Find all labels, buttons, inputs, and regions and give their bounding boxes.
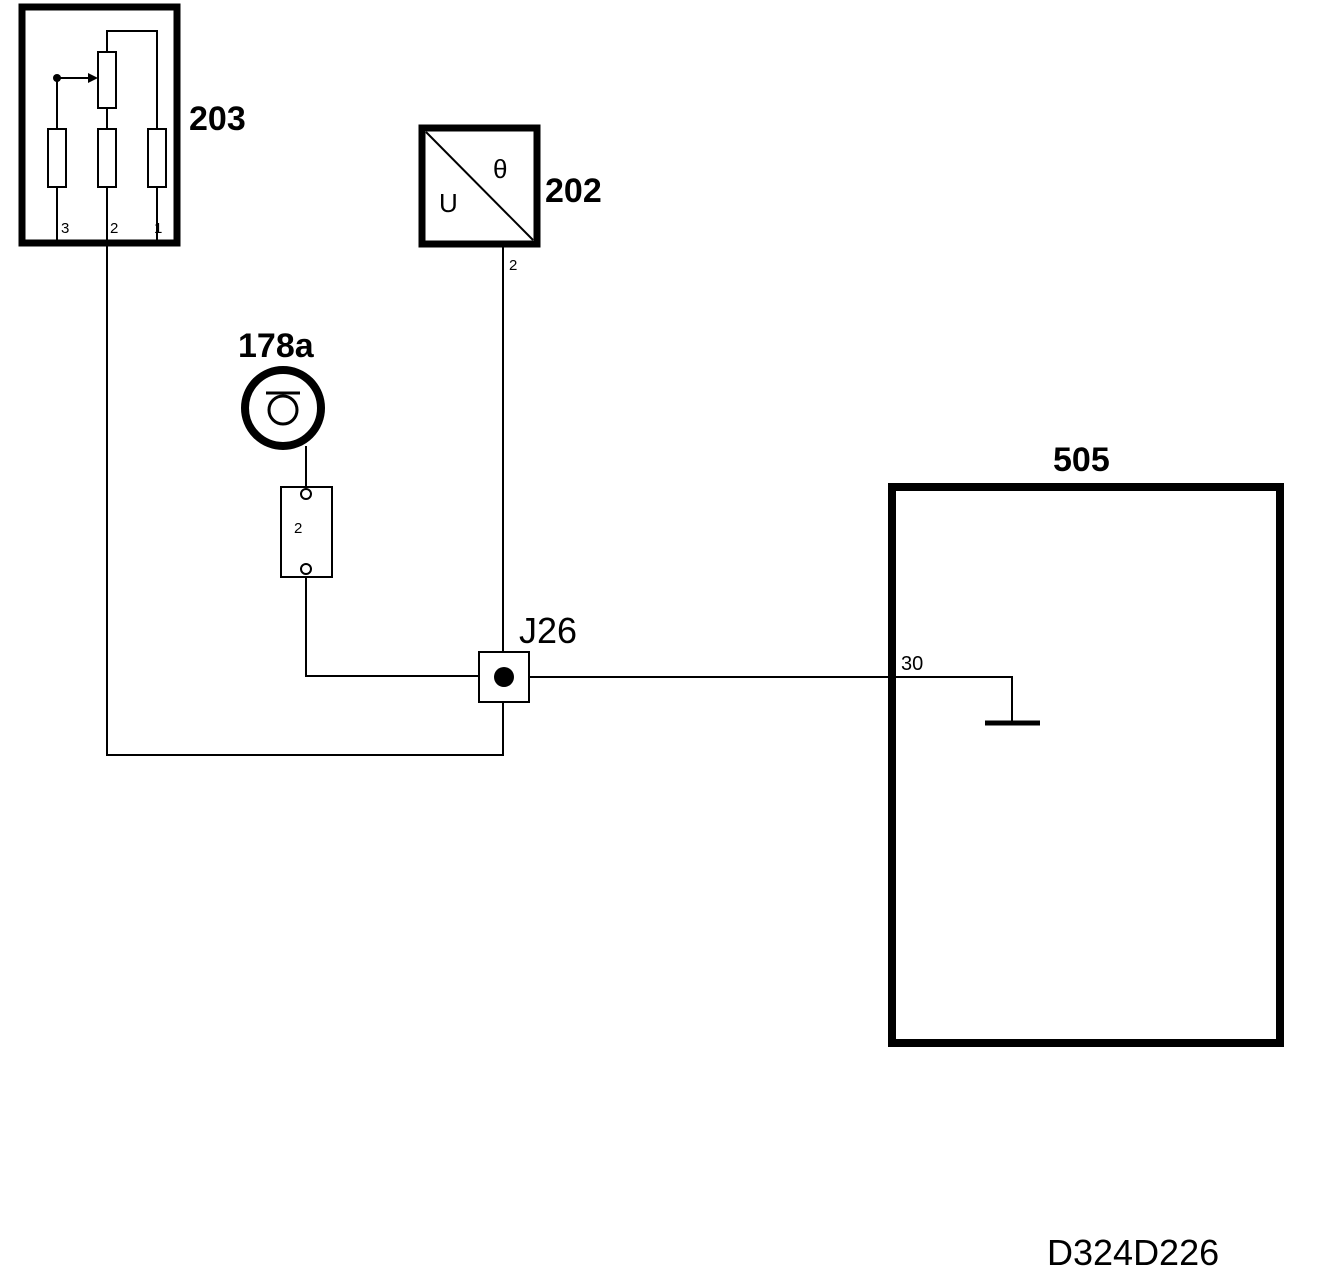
pin-label-1: 1 (154, 220, 162, 237)
pin-label-2: 2 (509, 257, 517, 274)
resistor-icon (97, 128, 117, 188)
component-label-203: 203 (189, 100, 246, 138)
wiper-arrow-icon (88, 73, 98, 83)
component-label-202: 202 (545, 172, 602, 210)
pin-label-30: 30 (901, 653, 923, 675)
component-203[interactable]: 3 2 1 203 (18, 3, 246, 247)
component-178a[interactable]: 178a 2 (238, 327, 333, 578)
connector-178a (280, 486, 333, 578)
connector-pin-label: 2 (294, 520, 302, 537)
drawing-id: D324D226 (1047, 1232, 1219, 1273)
wire-connector-to-j26 (305, 577, 479, 677)
component-505[interactable]: 505 30 (888, 441, 1284, 1047)
component-505-frame (888, 483, 1284, 1047)
converter-diagonal (425, 131, 534, 241)
junction-j26[interactable]: J26 (478, 610, 577, 703)
junction-label-j26: J26 (519, 610, 577, 651)
component-202[interactable]: U θ 2 202 (418, 124, 602, 274)
component-203-frame (18, 3, 181, 247)
component-label-505: 505 (1053, 441, 1110, 479)
sensor-outer-ring (241, 366, 325, 450)
pin-label-2: 2 (110, 220, 118, 237)
junction-dot (494, 667, 514, 687)
wires (106, 243, 892, 756)
pin-label-3: 3 (61, 220, 69, 237)
component-label-178a: 178a (238, 327, 315, 365)
resistor-icon (47, 128, 67, 188)
potentiometer-icon (97, 51, 117, 109)
resistor-icon (147, 128, 167, 188)
converter-u-symbol: U (439, 188, 458, 218)
wire-203-to-j26 (106, 243, 504, 756)
converter-theta-symbol: θ (493, 154, 507, 184)
sensor-inner-circle (267, 394, 299, 426)
